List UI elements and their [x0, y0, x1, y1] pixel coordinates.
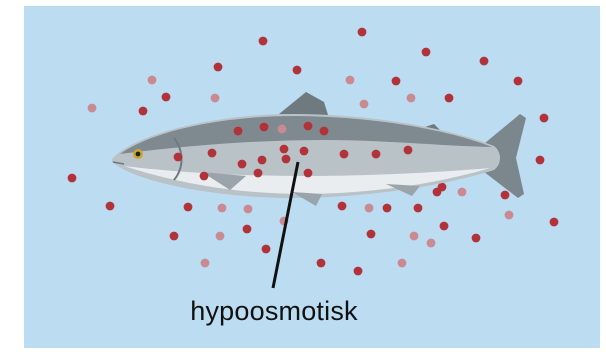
- solute-particle: [262, 245, 271, 254]
- solute-particle: [216, 232, 225, 241]
- solute-particle: [440, 222, 449, 231]
- solute-particle: [244, 205, 253, 214]
- diagram-panel: hypoosmotisk: [24, 6, 600, 348]
- solute-particle: [414, 204, 423, 213]
- solute-particle: [304, 169, 313, 178]
- solute-particle: [367, 230, 376, 239]
- solute-particle: [258, 156, 267, 165]
- solute-particle: [259, 37, 268, 46]
- solute-particle: [407, 94, 416, 103]
- solute-particle: [300, 147, 309, 156]
- solute-particle: [243, 225, 252, 234]
- solute-particle: [282, 155, 291, 164]
- solute-particle: [536, 156, 545, 165]
- solute-particle: [139, 107, 148, 116]
- solute-particle: [208, 149, 217, 158]
- solute-particle: [338, 202, 347, 211]
- solute-particle: [427, 239, 436, 248]
- solute-particle: [392, 77, 401, 86]
- solute-particle: [372, 150, 381, 159]
- solute-particle: [88, 104, 97, 113]
- solute-particle: [340, 150, 349, 159]
- solute-particle: [254, 169, 263, 178]
- diagram-label: hypoosmotisk: [154, 296, 394, 327]
- solute-particle: [358, 28, 367, 37]
- solute-particle: [550, 218, 559, 227]
- solute-particle: [383, 204, 392, 213]
- fish-pupil: [136, 152, 141, 157]
- solute-particle: [445, 94, 454, 103]
- solute-particle: [280, 145, 289, 154]
- solute-particle: [320, 127, 329, 136]
- solute-particle: [218, 204, 227, 213]
- solute-particle: [505, 211, 514, 220]
- solute-particle: [360, 100, 369, 109]
- solute-particle: [540, 114, 549, 123]
- solute-particle: [162, 93, 171, 102]
- solute-particle: [501, 191, 510, 200]
- solute-particle: [238, 160, 247, 169]
- solute-particle: [200, 172, 209, 181]
- solute-particle: [234, 127, 243, 136]
- solute-particle: [346, 76, 355, 85]
- solute-particle: [304, 122, 313, 131]
- solute-particle: [433, 188, 442, 197]
- solute-particle: [317, 259, 326, 268]
- solute-particle: [184, 203, 193, 212]
- solute-particle: [260, 123, 269, 132]
- solute-particle: [410, 232, 419, 241]
- solute-particle: [293, 66, 302, 75]
- solute-particle: [211, 94, 220, 103]
- solute-particle: [174, 153, 183, 162]
- solute-particle: [214, 63, 223, 72]
- solute-particle: [278, 125, 287, 134]
- solute-particle: [354, 267, 363, 276]
- solute-particle: [472, 234, 481, 243]
- solute-particle: [148, 76, 157, 85]
- solute-particle: [404, 146, 413, 155]
- pelvic-fin: [292, 192, 322, 206]
- solute-particle: [365, 204, 374, 213]
- solute-particle: [480, 57, 489, 66]
- solute-particle: [170, 232, 179, 241]
- solute-particle: [422, 48, 431, 57]
- solute-particle: [514, 77, 523, 86]
- solute-particle: [106, 202, 115, 211]
- solute-particle: [458, 188, 467, 197]
- solute-particle: [68, 174, 77, 183]
- solute-particle: [201, 259, 210, 268]
- solute-particle: [398, 259, 407, 268]
